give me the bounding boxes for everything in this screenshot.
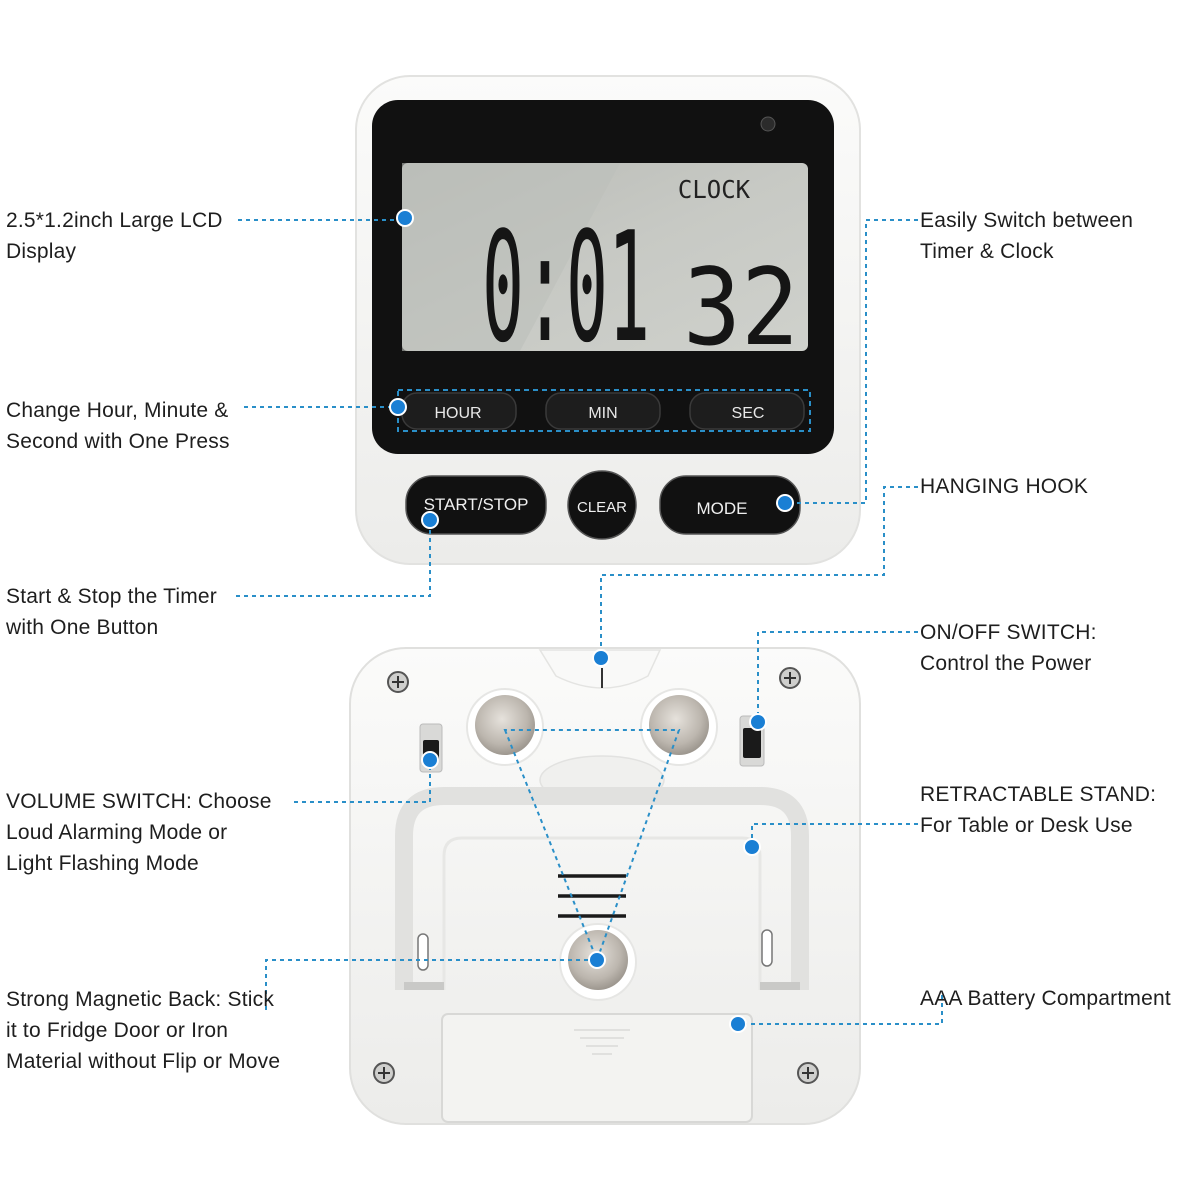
callout-dot [749, 713, 767, 731]
min-button-label: MIN [588, 405, 617, 422]
mode-button[interactable]: MODE [659, 475, 801, 535]
callout-stand: RETRACTABLE STAND: For Table or Desk Use [920, 783, 1157, 837]
callout-dot [421, 751, 439, 769]
battery-compartment[interactable] [441, 1013, 753, 1123]
callout-battery: AAA Battery Compartment [920, 987, 1171, 1010]
callout-mode-switch: Easily Switch between Timer & Clock [920, 209, 1134, 263]
callout-power-switch: ON/OFF SWITCH: Control the Power [920, 621, 1097, 675]
clear-button-label: CLEAR [577, 499, 627, 516]
screw-icon [797, 1062, 819, 1084]
callout-volume-switch: VOLUME SWITCH: Choose Loud Alarming Mode… [6, 790, 272, 875]
hanging-hook [538, 649, 662, 689]
callout-magnetic-back: Strong Magnetic Back: Stick it to Fridge… [6, 988, 281, 1073]
retractable-stand[interactable] [395, 787, 809, 990]
clear-button[interactable]: CLEAR [567, 470, 637, 540]
lcd-time-main: 0:01 [482, 199, 650, 376]
timer-back [349, 647, 861, 1125]
magnet-top-left [466, 688, 544, 766]
callout-dot [776, 494, 794, 512]
callout-dot [592, 649, 610, 667]
mode-button-label: MODE [697, 499, 748, 518]
screw-icon [373, 1062, 395, 1084]
magnet-top-right [640, 688, 718, 766]
min-button[interactable]: MIN [545, 392, 661, 430]
lcd-mode-label: CLOCK [678, 175, 750, 205]
callout-hanging-hook: HANGING HOOK [920, 475, 1089, 498]
timer-front: CLOCK 0:01 32 HOUR MIN SEC START/STOP [355, 75, 861, 565]
hour-button-label: HOUR [434, 405, 481, 422]
callout-start-stop: Start & Stop the Timer with One Button [6, 585, 217, 639]
callout-set-buttons: Change Hour, Minute & Second with One Pr… [6, 399, 230, 453]
set-buttons-row: HOUR MIN SEC [397, 389, 811, 432]
callout-dot [588, 951, 606, 969]
grip-lines-icon [558, 874, 626, 918]
callout-dot [396, 209, 414, 227]
callout-dot [421, 511, 439, 529]
screw-icon [387, 671, 409, 693]
sec-button-label: SEC [732, 405, 765, 422]
light-sensor [760, 116, 776, 132]
callout-lcd-display: 2.5*1.2inch Large LCD Display [6, 209, 223, 263]
callout-lines [236, 219, 943, 1025]
hour-button[interactable]: HOUR [401, 392, 517, 430]
start-stop-button-label: START/STOP [424, 495, 529, 514]
sec-button[interactable]: SEC [689, 392, 805, 430]
callout-dot [729, 1015, 747, 1033]
lcd-time-seconds: 32 [683, 246, 799, 369]
callout-dot [389, 398, 407, 416]
screw-icon [779, 667, 801, 689]
callout-dots [389, 209, 794, 1033]
lcd-display: CLOCK 0:01 32 [402, 163, 808, 376]
start-stop-button[interactable]: START/STOP [405, 475, 547, 535]
callout-dot [743, 838, 761, 856]
